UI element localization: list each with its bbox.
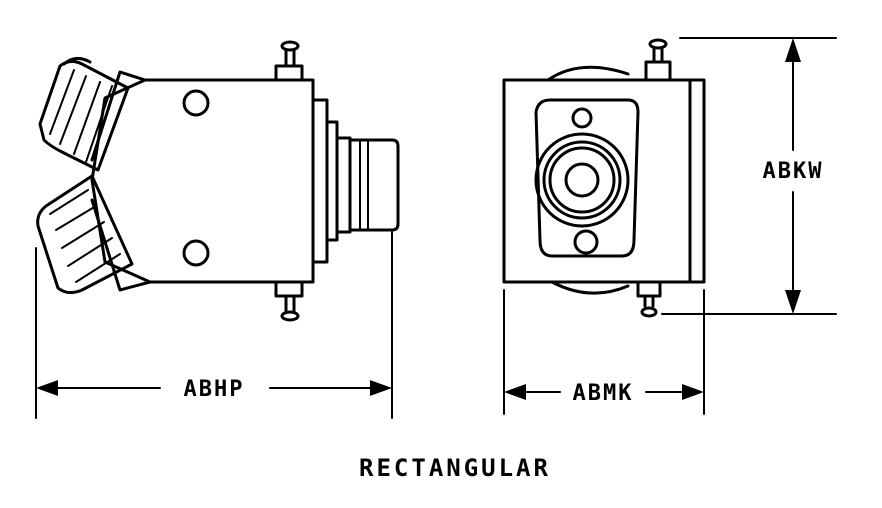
side-view-flange: [311, 98, 339, 264]
side-view: [36, 40, 400, 322]
dimension-abkw: ABKW: [661, 37, 837, 315]
mounting-hole-upper: [182, 89, 210, 117]
arrowhead-right: [682, 384, 704, 400]
arrowhead-right: [370, 380, 392, 396]
arrowhead-left: [36, 380, 58, 396]
connector-face: [534, 132, 630, 228]
flange-hole-bottom: [573, 229, 599, 255]
flange-hole-top: [571, 107, 593, 129]
dimension-label-abkw: ABKW: [763, 159, 824, 184]
dimension-abmk: ABMK: [503, 289, 705, 415]
end-view-flange: [534, 98, 640, 258]
caption: RECTANGULAR: [359, 454, 551, 482]
input-connector-lower: [36, 174, 152, 295]
arrowhead-down: [785, 290, 801, 314]
mounting-hole-lower: [182, 239, 210, 267]
dimension-label-abmk: ABMK: [573, 381, 634, 406]
output-connector: [335, 136, 400, 234]
end-fastener-top: [644, 38, 672, 82]
arrowhead-up: [785, 38, 801, 62]
dimension-abhp: ABHP: [35, 231, 393, 419]
end-fastener-bottom: [636, 280, 662, 318]
input-connector-upper: [38, 57, 147, 172]
end-view-body: [502, 78, 706, 284]
side-fastener-bottom: [274, 280, 304, 322]
end-view: [502, 38, 706, 318]
arrowhead-left: [504, 384, 526, 400]
dimension-label-abhp: ABHP: [184, 377, 245, 402]
side-fastener-top: [274, 40, 304, 82]
